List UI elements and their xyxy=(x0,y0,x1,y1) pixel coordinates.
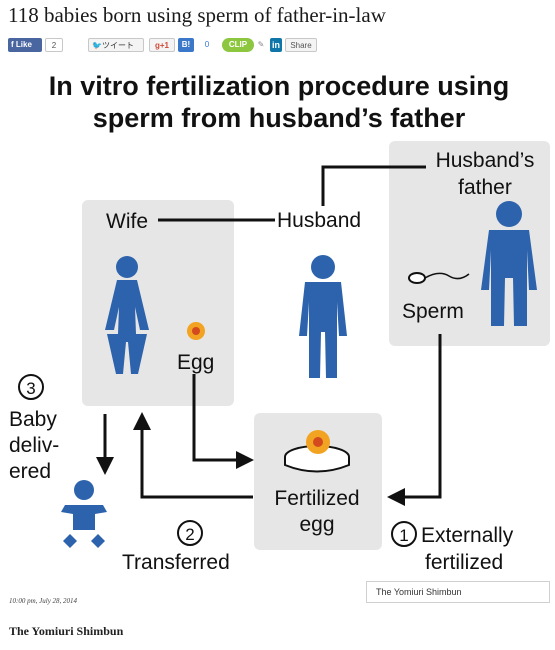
step3-label-line2: deliv- xyxy=(9,434,59,457)
husbands-father-label-line1: Husband’s xyxy=(436,149,535,172)
fertilized-egg-panel xyxy=(254,413,382,550)
sperm-icon xyxy=(408,272,470,284)
wife-label: Wife xyxy=(106,210,148,233)
sperm-to-fertilized-arrow xyxy=(387,334,442,506)
clip-button[interactable]: CLIP xyxy=(222,38,254,52)
baby-figure-icon xyxy=(61,480,107,548)
step2-circle xyxy=(177,520,203,546)
step1-number: 1 xyxy=(399,526,408,545)
step1-label-line1: Externally xyxy=(421,524,514,547)
husband-father-line xyxy=(321,165,426,206)
fertilized-egg-label-line2: egg xyxy=(299,513,334,536)
step1-circle xyxy=(391,521,417,547)
step3-number: 3 xyxy=(26,379,35,398)
husbands-father-figure-icon xyxy=(481,201,537,326)
egg-to-fertilized-arrow xyxy=(192,374,254,469)
facebook-like-button[interactable]: f Like xyxy=(8,38,42,52)
twitter-icon: 🐦 xyxy=(92,41,102,50)
husbands-father-label-line2: father xyxy=(458,176,512,199)
paperclip-icon[interactable]: ✎ xyxy=(257,40,265,49)
hatena-bookmark-count: 0 xyxy=(204,40,210,49)
husband-label: Husband xyxy=(277,209,361,232)
article-headline: 118 babies born using sperm of father-in… xyxy=(8,3,386,27)
infographic-title-line2: sperm from husband’s father xyxy=(93,103,466,133)
step1-label-line2: fertilized xyxy=(425,551,503,574)
article-dateline: 10:00 pm, July 28, 2014 xyxy=(9,597,78,605)
image-credit: The Yomiuri Shimbun xyxy=(366,581,550,603)
egg-icon xyxy=(187,322,205,340)
wife-panel xyxy=(82,200,234,406)
infographic-figure: In vitro fertilization procedure using s… xyxy=(7,64,552,579)
tweet-label: ツイート xyxy=(101,41,134,50)
transfer-arrow xyxy=(133,412,253,499)
step3-circle xyxy=(18,374,44,400)
article-source: The Yomiuri Shimbun xyxy=(9,624,124,638)
linkedin-icon[interactable]: in xyxy=(270,38,282,52)
infographic-title-line1: In vitro fertilization procedure using xyxy=(49,71,510,101)
step3-label-line1: Baby xyxy=(9,408,57,431)
facebook-like-count: 2 xyxy=(45,38,63,52)
husband-figure-icon xyxy=(299,255,347,378)
petri-dish-icon xyxy=(284,430,350,473)
facebook-like-label: Like xyxy=(15,40,32,49)
husbands-father-panel xyxy=(389,141,550,346)
sperm-label: Sperm xyxy=(402,300,464,323)
egg-label: Egg xyxy=(177,351,214,374)
tweet-button[interactable]: 🐦ツイート xyxy=(88,38,144,52)
google-plus-button[interactable]: g+1 xyxy=(149,38,175,52)
step3-label-line3: ered xyxy=(9,460,51,483)
wife-figure-icon xyxy=(105,256,149,374)
fertilized-egg-label-line1: Fertilized xyxy=(274,487,359,510)
step2-number: 2 xyxy=(185,525,194,544)
linkedin-share-button[interactable]: Share xyxy=(285,38,317,52)
facebook-icon: f xyxy=(11,40,16,49)
social-share-bar: f Like 2 🐦ツイート g+1 B! 0 CLIP ✎ in Share xyxy=(8,38,328,54)
infographic-svg: In vitro fertilization procedure using s… xyxy=(9,71,550,574)
step2-label: Transferred xyxy=(122,551,230,574)
hatena-bookmark-button[interactable]: B! xyxy=(178,38,194,52)
